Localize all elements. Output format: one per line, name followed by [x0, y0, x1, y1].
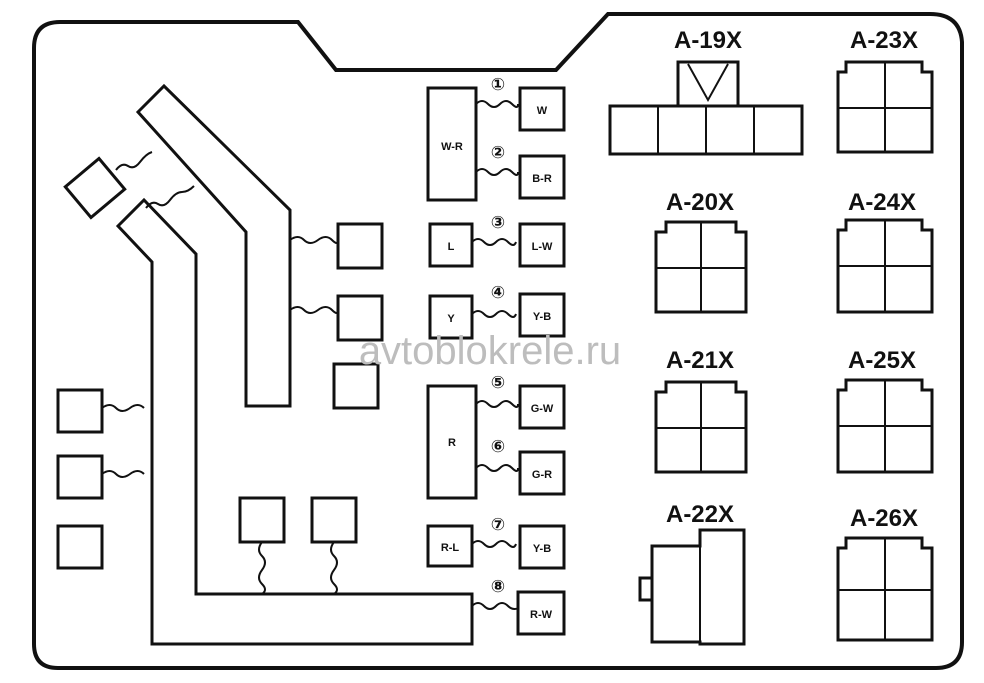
source-label-l: L	[448, 241, 455, 253]
source-label-y: Y	[447, 313, 455, 325]
fuse-wire	[475, 100, 519, 108]
wire-squiggle	[289, 236, 339, 244]
fuse-output-8	[516, 590, 566, 636]
fuse-output-1	[518, 86, 566, 132]
source-block-r	[426, 384, 478, 500]
wire-squiggle	[101, 470, 145, 478]
source-label-r-l: R-L	[441, 542, 460, 554]
fuse-output-5	[518, 384, 566, 430]
fuse-number-3: ③	[491, 213, 505, 233]
fuse-output-label-7: Y-B	[533, 543, 551, 555]
relay-block	[63, 156, 127, 220]
fuse-output-label-5: G-W	[531, 403, 554, 415]
connector-a24x	[836, 218, 934, 314]
fuse-number-4: ④	[491, 283, 505, 303]
relay-block	[336, 294, 384, 342]
relay-block	[56, 454, 104, 500]
fuse-number-5: ⑤	[491, 373, 505, 393]
connector-a22x	[638, 528, 746, 646]
bus-bar-lower	[115, 197, 474, 646]
fuse-number-6: ⑥	[491, 437, 505, 457]
fuse-wire	[471, 310, 517, 318]
source-block-w-r	[426, 86, 478, 202]
source-label-w-r: W-R	[441, 141, 463, 153]
fuse-output-label-6: G-R	[532, 469, 552, 481]
fuse-wire	[475, 464, 519, 472]
connector-label-a20x: A-20X	[666, 189, 734, 216]
wire-squiggle	[145, 185, 195, 209]
source-block-l	[428, 222, 474, 268]
fuse-wire	[471, 602, 523, 610]
relay-block	[56, 524, 104, 570]
relay-block	[56, 388, 104, 434]
fuse-wire	[471, 540, 517, 548]
connector-a23x	[836, 60, 934, 154]
wire-squiggle	[101, 404, 145, 412]
watermark-text: avtoblokrele.ru	[359, 329, 621, 373]
relay-block	[336, 222, 384, 270]
connector-label-a25x: A-25X	[848, 347, 916, 374]
connector-label-a21x: A-21X	[666, 347, 734, 374]
fuse-wire	[471, 238, 517, 246]
connector-a25x	[836, 378, 934, 474]
fuse-output-label-8: R-W	[530, 609, 553, 621]
fuse-number-1: ①	[491, 75, 505, 95]
fuse-output-label-2: B-R	[532, 173, 552, 185]
connector-label-a24x: A-24X	[848, 189, 916, 216]
fuse-number-7: ⑦	[491, 515, 505, 535]
wire-squiggle	[258, 541, 266, 595]
connector-label-a19x: A-19X	[674, 27, 742, 54]
fuse-number-2: ②	[491, 143, 505, 163]
fuse-output-7	[518, 524, 566, 570]
source-label-r: R	[448, 437, 456, 449]
fuse-output-3	[518, 222, 566, 268]
fuse-output-2	[518, 154, 566, 200]
relay-block	[310, 496, 358, 544]
fuse-number-8: ⑧	[491, 577, 505, 597]
fuse-wire	[475, 400, 519, 408]
fuse-output-label-1: W	[537, 105, 548, 117]
connector-a19x	[608, 60, 804, 156]
connector-a26x	[836, 536, 934, 642]
source-block-y	[428, 294, 474, 340]
fuse-wire	[475, 168, 519, 176]
fuse-output-label-4: Y-B	[533, 311, 551, 323]
wire-squiggle	[115, 151, 153, 171]
fuse-output-6	[518, 450, 566, 496]
connector-a20x	[654, 220, 748, 314]
connector-label-a23x: A-23X	[850, 27, 918, 54]
connector-label-a22x: A-22X	[666, 501, 734, 528]
bus-bar-upper	[135, 83, 292, 408]
relay-block	[238, 496, 286, 544]
wire-squiggle	[330, 541, 338, 595]
wire-squiggle	[289, 306, 339, 314]
relay-block	[332, 362, 380, 410]
connector-a21x	[654, 380, 748, 474]
connector-label-a26x: A-26X	[850, 505, 918, 532]
fuse-output-label-3: L-W	[532, 241, 553, 253]
source-block-r-l	[426, 524, 474, 568]
fuse-output-4	[518, 292, 566, 338]
